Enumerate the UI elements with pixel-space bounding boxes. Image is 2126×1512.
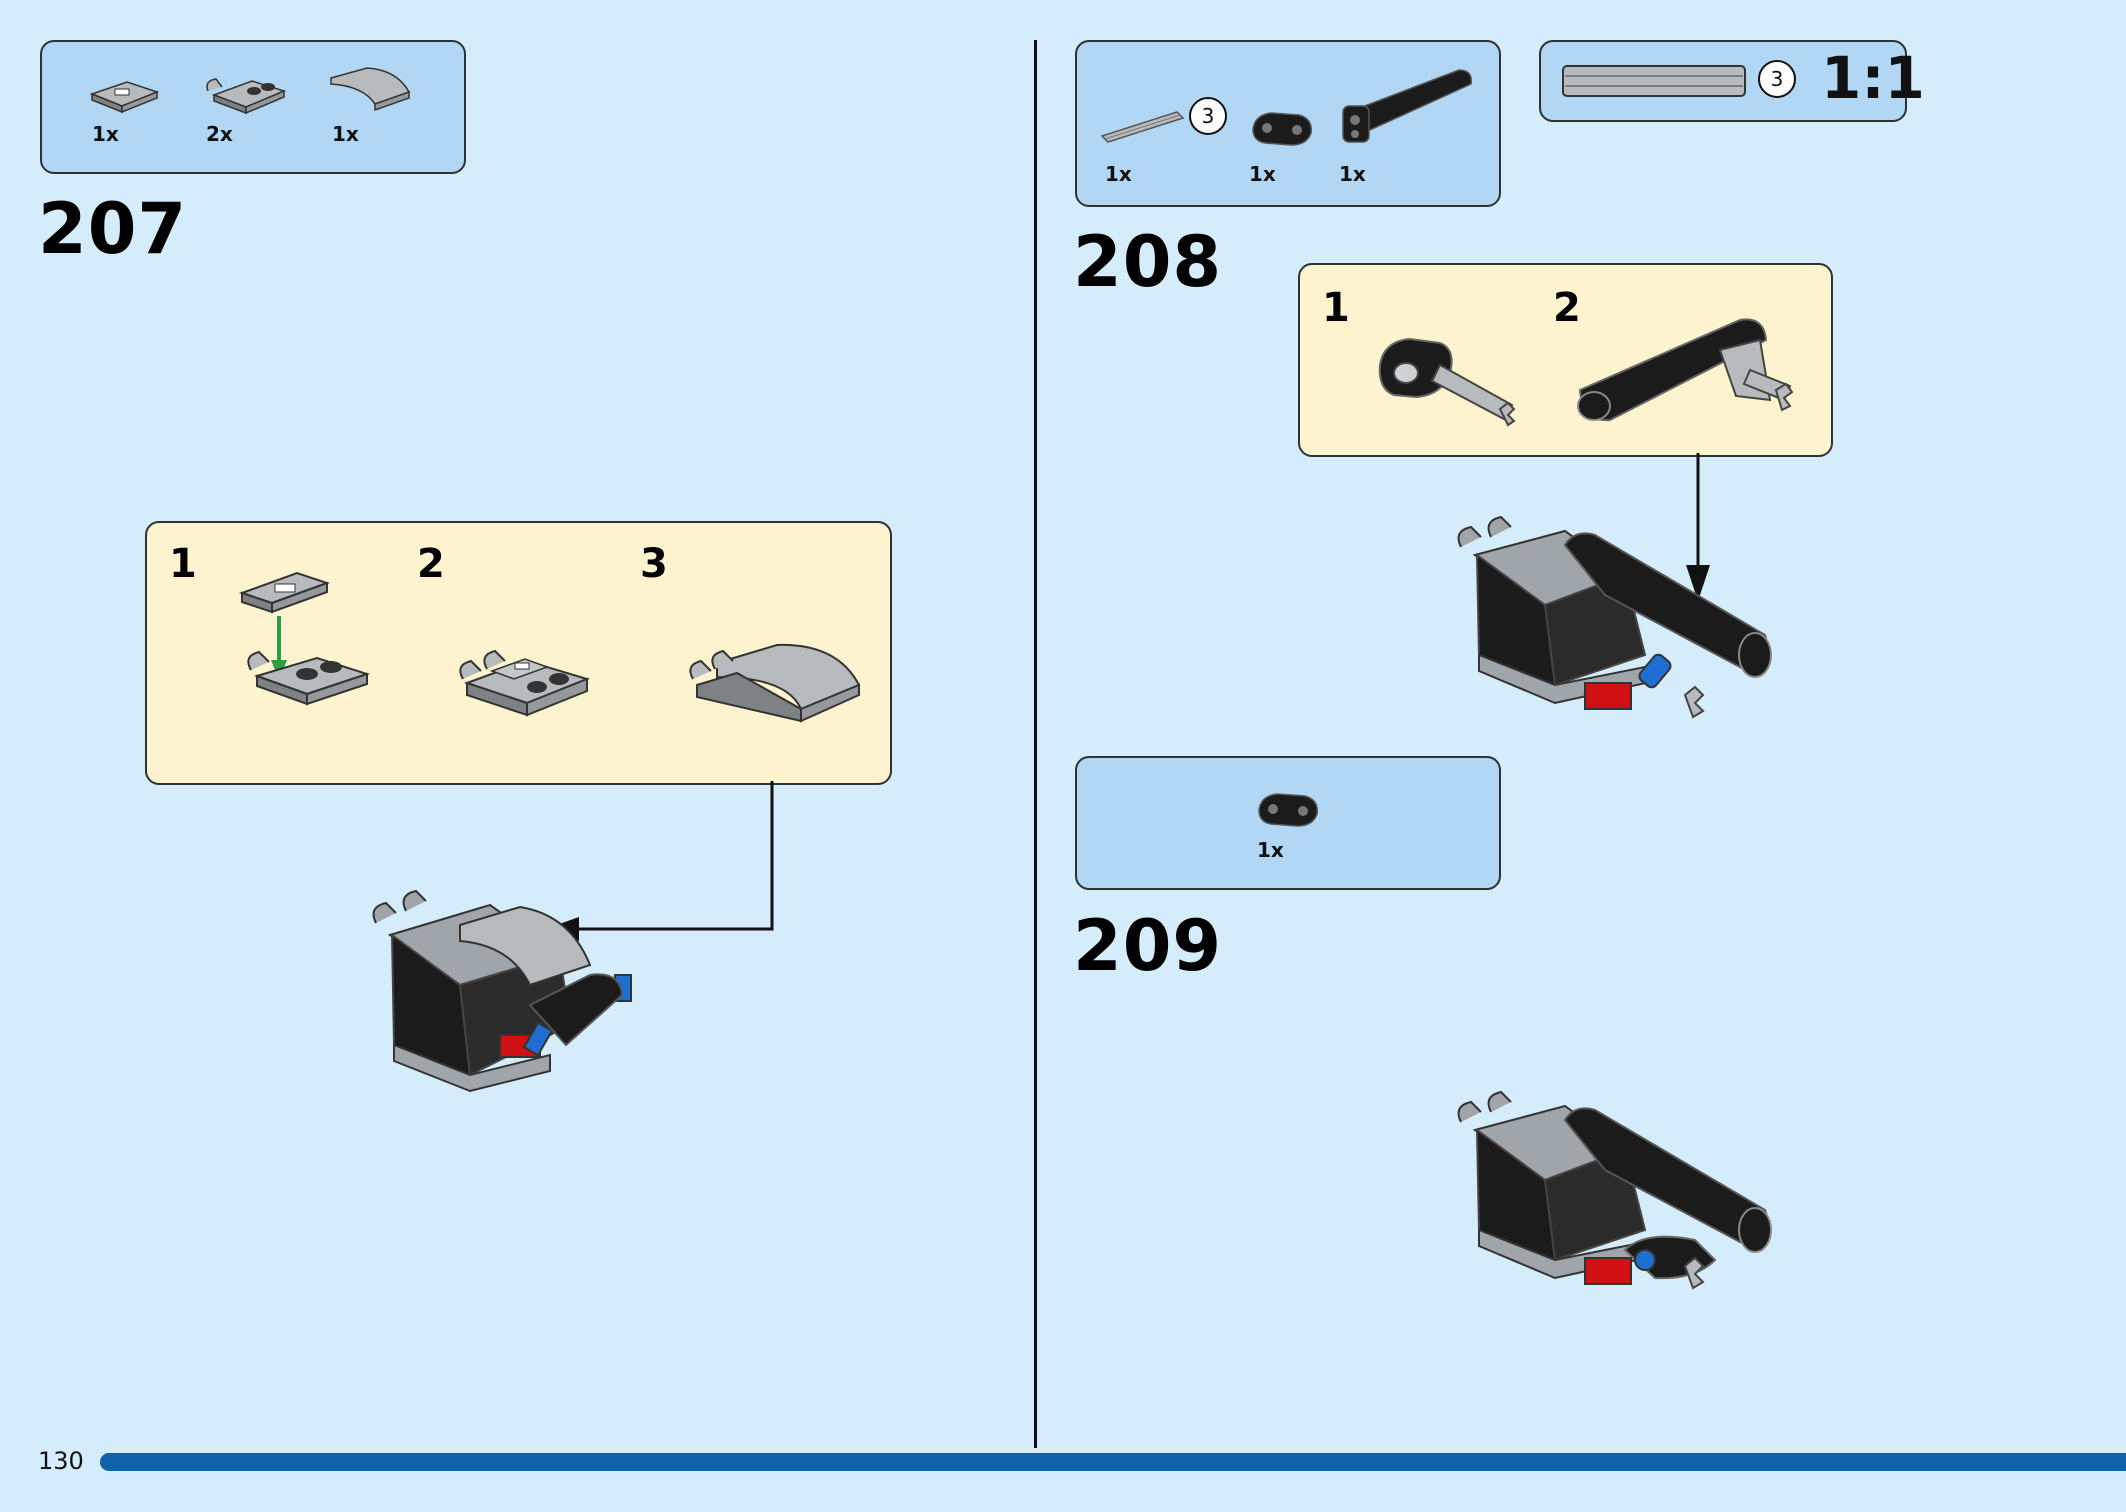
ruler-length-badge: 3 — [1758, 60, 1796, 98]
part-qty: 1x — [1257, 838, 1284, 862]
beam-with-axle-part-icon — [1342, 69, 1472, 143]
substep-number: 3 — [640, 541, 668, 587]
page-number: 130 — [38, 1447, 84, 1475]
step-number-208: 208 — [1073, 221, 1223, 303]
substep-callout-207: 1 2 3 — [145, 521, 892, 785]
step-number-207: 207 — [38, 188, 188, 270]
axle-ruler-box: 3 1:1 — [1539, 40, 1925, 122]
substep-3-illustration — [689, 643, 861, 723]
substep-number: 1 — [1322, 285, 1350, 331]
substep-number: 1 — [169, 541, 197, 587]
model-207-illustration — [372, 889, 632, 1093]
part-qty: 1x — [1105, 162, 1132, 186]
step-number-209: 209 — [1073, 905, 1223, 987]
plate-clip-part-icon — [206, 78, 287, 115]
callout-arrow-208 — [1686, 453, 1710, 601]
axle-ruler-icon — [1562, 65, 1746, 97]
curved-slope-part-icon — [330, 67, 411, 112]
substep-2-illustration — [459, 649, 591, 717]
tile-part-icon — [89, 81, 160, 114]
part-qty: 1x — [1249, 162, 1276, 186]
scale-label: 1:1 — [1821, 44, 1925, 112]
substep-number: 2 — [1553, 285, 1581, 331]
part-qty: 1x — [1339, 162, 1366, 186]
substep-1-illustration — [238, 571, 371, 706]
substep-2-illustration — [1577, 318, 1794, 422]
progress-bar — [100, 1453, 2126, 1471]
substep-callout-208: 1 2 — [1298, 263, 1833, 457]
substep-1-illustration — [1378, 337, 1516, 427]
parts-list-208: 3 1x 1x 1x — [1075, 40, 1501, 207]
beam-part-icon — [1252, 112, 1312, 146]
parts-list-207: 1x 2x 1x — [40, 40, 466, 174]
model-208-illustration — [1457, 515, 1772, 719]
part-qty: 1x — [92, 122, 119, 146]
parts-list-209: 1x — [1075, 756, 1501, 890]
part-qty: 1x — [332, 122, 359, 146]
axle-length-badge: 3 — [1189, 97, 1227, 135]
beam-part-icon — [1258, 793, 1318, 827]
model-209-illustration — [1457, 1090, 1772, 1290]
substep-number: 2 — [417, 541, 445, 587]
page-divider — [1034, 40, 1037, 1448]
axle-part-icon — [1100, 111, 1185, 143]
part-qty: 2x — [206, 122, 233, 146]
